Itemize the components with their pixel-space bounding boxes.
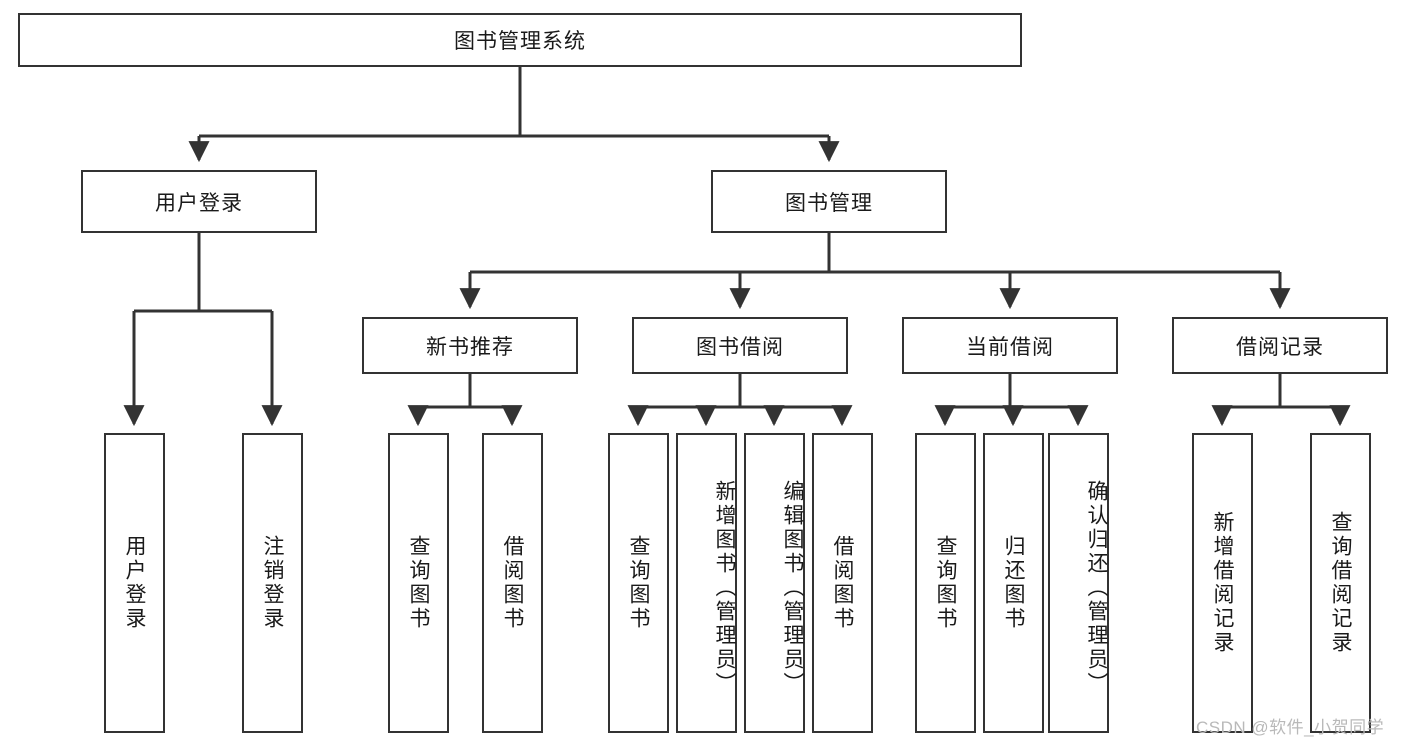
leaf-current-return-label: 归还图书 xyxy=(1002,535,1025,631)
leaf-borrow-query-label: 查询图书 xyxy=(627,535,650,631)
leaf-user-login-label: 用户登录 xyxy=(123,535,146,631)
node-root-label: 图书管理系统 xyxy=(454,30,586,53)
leaf-borrow-lend-book[interactable]: 借阅图书 xyxy=(812,433,873,733)
leaf-record-query-label: 查询借阅记录 xyxy=(1329,511,1352,655)
node-current-borrow-label: 当前借阅 xyxy=(966,335,1054,359)
node-new-book-recommend-label: 新书推荐 xyxy=(426,335,514,359)
leaf-borrow-edit-book-label: 编辑图书（管理员） xyxy=(781,480,804,696)
node-borrow-record-label: 借阅记录 xyxy=(1236,335,1324,359)
node-root[interactable]: 图书管理系统 xyxy=(18,13,1022,67)
leaf-newbook-borrow[interactable]: 借阅图书 xyxy=(482,433,543,733)
node-new-book-recommend[interactable]: 新书推荐 xyxy=(362,317,578,374)
node-current-borrow[interactable]: 当前借阅 xyxy=(902,317,1118,374)
leaf-user-logout-label: 注销登录 xyxy=(261,535,284,631)
leaf-newbook-query-label: 查询图书 xyxy=(407,535,430,631)
leaf-user-login[interactable]: 用户登录 xyxy=(104,433,165,733)
leaf-borrow-add-book-label: 新增图书（管理员） xyxy=(713,480,736,696)
csdn-watermark: CSDN @软件_小贺同学 xyxy=(1196,718,1385,737)
leaf-current-query-label: 查询图书 xyxy=(934,535,957,631)
leaf-record-add[interactable]: 新增借阅记录 xyxy=(1192,433,1253,733)
leaf-borrow-query[interactable]: 查询图书 xyxy=(608,433,669,733)
node-book-borrow-label: 图书借阅 xyxy=(696,335,784,359)
node-book-borrow[interactable]: 图书借阅 xyxy=(632,317,848,374)
node-book-management[interactable]: 图书管理 xyxy=(711,170,947,233)
leaf-borrow-edit-book[interactable]: 编辑图书（管理员） xyxy=(744,433,805,733)
node-user-login[interactable]: 用户登录 xyxy=(81,170,317,233)
node-borrow-record[interactable]: 借阅记录 xyxy=(1172,317,1388,374)
leaf-newbook-query[interactable]: 查询图书 xyxy=(388,433,449,733)
leaf-record-add-label: 新增借阅记录 xyxy=(1211,511,1234,655)
leaf-current-confirm-return[interactable]: 确认归还（管理员） xyxy=(1048,433,1109,733)
leaf-borrow-add-book[interactable]: 新增图书（管理员） xyxy=(676,433,737,733)
node-book-management-label: 图书管理 xyxy=(785,191,873,215)
node-user-login-label: 用户登录 xyxy=(155,191,243,215)
leaf-current-confirm-return-label: 确认归还（管理员） xyxy=(1085,480,1108,696)
leaf-user-logout[interactable]: 注销登录 xyxy=(242,433,303,733)
leaf-record-query[interactable]: 查询借阅记录 xyxy=(1310,433,1371,733)
leaf-current-query[interactable]: 查询图书 xyxy=(915,433,976,733)
leaf-newbook-borrow-label: 借阅图书 xyxy=(501,535,524,631)
leaf-current-return[interactable]: 归还图书 xyxy=(983,433,1044,733)
leaf-borrow-lend-book-label: 借阅图书 xyxy=(831,535,854,631)
